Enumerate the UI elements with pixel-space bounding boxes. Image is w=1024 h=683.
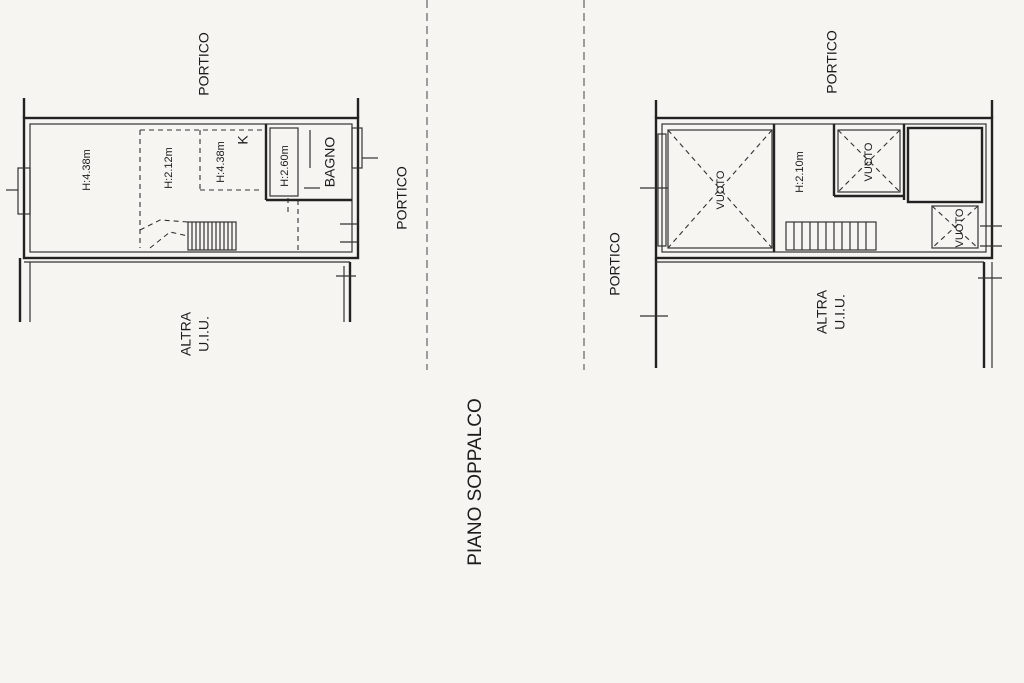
left-room-h3: H:4.38m [215,141,227,183]
right-vuoto-3: VUOTO [954,208,966,247]
left-room-h2: H:2.12m [163,147,175,189]
left-altra-line1: ALTRA [178,311,194,356]
right-portico-top: PORTICO [824,30,840,94]
left-room-h1: H:4.38m [81,149,93,191]
left-room-k: K [235,135,251,145]
left-bagno: BAGNO [322,137,338,188]
right-room-h: H:2.10m [794,151,806,193]
right-outer-wall [654,116,994,260]
right-vuoto-2: VUOTO [863,142,875,181]
right-altra-line1: ALTRA [814,289,830,334]
left-portico-right: PORTICO [394,166,410,230]
left-altra-line2: U.I.U. [196,316,212,352]
right-altra-line2: U.I.U. [832,294,848,330]
left-portico-top: PORTICO [196,32,212,96]
right-plan: PORTICO PORTICO ALTRA U.I.U. VUOTO H:2.1… [607,30,1002,368]
right-stairs [785,221,877,251]
drawing-title: PIANO SOPPALCO [465,398,486,566]
left-plan: PORTICO PORTICO ALTRA U.I.U. H:4.38m H:2… [6,32,410,356]
right-vuoto-1: VUOTO [715,170,727,209]
right-portico-left: PORTICO [607,232,623,296]
left-outer-wall [22,116,360,260]
left-room-h4: H:2.60m [279,145,291,187]
